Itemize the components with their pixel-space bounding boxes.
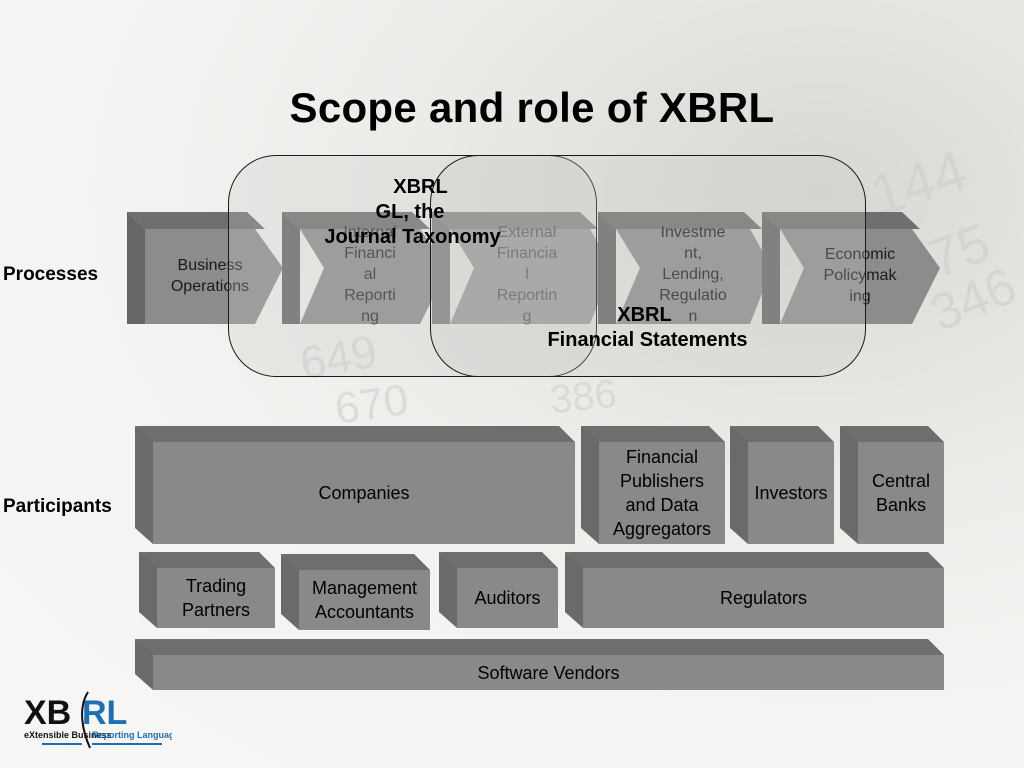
chevron-economic-policymaking [762, 212, 940, 324]
row-label-participants: Participants [3, 496, 112, 517]
xbrl-logo-tagline-a: eXtensible Business [24, 730, 112, 740]
participant-auditors: Auditors [439, 552, 558, 628]
chevron-business-operations [127, 212, 283, 324]
scope-xbrl-gl [228, 155, 597, 377]
participant-investors: Investors [730, 426, 834, 544]
svg-text:RL: RL [82, 694, 127, 732]
participant-software-vendors: Software Vendors [135, 639, 944, 690]
chevron-investment-lending-regulation [598, 212, 772, 324]
chevron-external-financial-reporting [432, 212, 612, 324]
row-label-processes: Processes [3, 264, 99, 285]
xbrl-logo-mark: XB [24, 694, 71, 732]
scope-label-xbrl-gl: XBRL GL, the Journal Taxonomy [324, 176, 501, 248]
page-title: Scope and role of XBRL [289, 84, 775, 131]
scope-xbrl-financial-statements [430, 155, 866, 377]
xbrl-logo-tagline-b: Reporting Language [92, 730, 172, 740]
xbrl-logo: XB RL eXtensible Business Reporting Lang… [22, 690, 180, 755]
chevron-internal-financial-reporting [282, 212, 448, 324]
participant-companies: Companies [135, 426, 575, 544]
xbrl-logo-graphic: XB RL eXtensible Business Reporting Lang… [24, 691, 180, 749]
scope-label-xbrl-financial-statements: XBRL Financial Statements [547, 304, 748, 351]
participant-regulators: Regulators [565, 552, 944, 628]
